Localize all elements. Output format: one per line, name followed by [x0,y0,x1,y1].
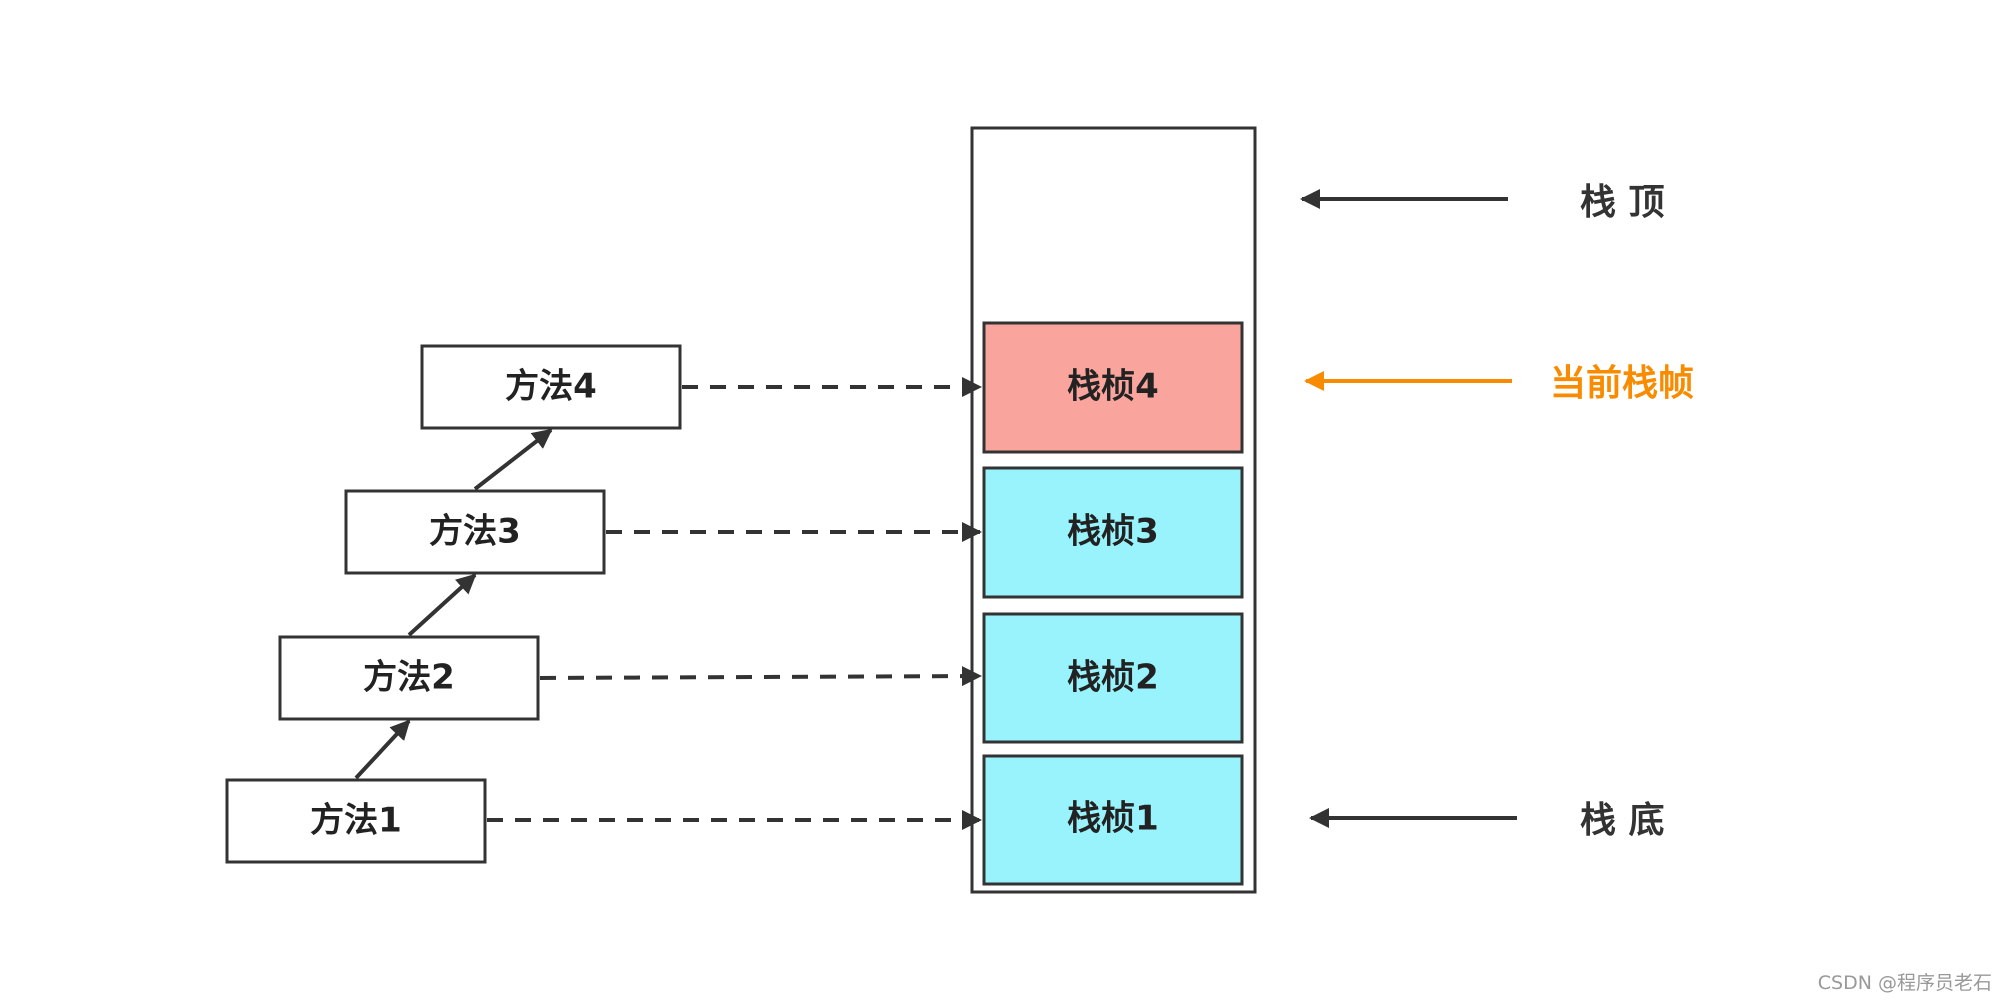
method-3: 方法3 [344,489,606,575]
method-3-label: 方法3 [429,512,521,552]
map-arrow-method-2-frame-2 [539,666,982,687]
method-4-box [420,344,682,430]
stack-bottom-label: 栈 底 [1580,800,1665,841]
watermark: CSDN @程序员老石 [1817,972,1992,994]
method-4-label: 方法4 [505,367,597,407]
stack-frame-1-box [982,754,1244,886]
stack-frame-3-label: 栈桢3 [1067,512,1159,552]
stack-top-label: 栈 顶 [1580,182,1665,223]
stack-frame-4-box [982,321,1244,454]
stack-frame-2-box [982,612,1244,744]
stack-frame-2: 栈桢2 [982,612,1244,744]
current-frame-label: 当前栈帧 [1550,363,1694,404]
stack-frame-3-box [982,466,1244,599]
stack-frame-1: 栈桢1 [982,754,1244,886]
method-2: 方法2 [278,635,540,721]
method-4: 方法4 [420,344,682,430]
method-1: 方法1 [225,778,487,864]
method-1-box [225,778,487,864]
method-1-label: 方法1 [310,801,402,841]
method-2-label: 方法2 [363,658,455,698]
stack-frame-2-label: 栈桢2 [1067,658,1159,698]
stack-frame-4-label: 栈桢4 [1067,367,1159,407]
method-2-box [278,635,540,721]
method-3-box [344,489,606,575]
call-arrow-3-to-4 [473,428,553,491]
call-arrow-2-to-3 [407,573,477,637]
stack-frame-4: 栈桢4 [982,321,1244,454]
call-arrow-1-to-2 [354,719,411,780]
stack-frame-1-label: 栈桢1 [1067,799,1159,839]
stack-frame-3: 栈桢3 [982,466,1244,599]
